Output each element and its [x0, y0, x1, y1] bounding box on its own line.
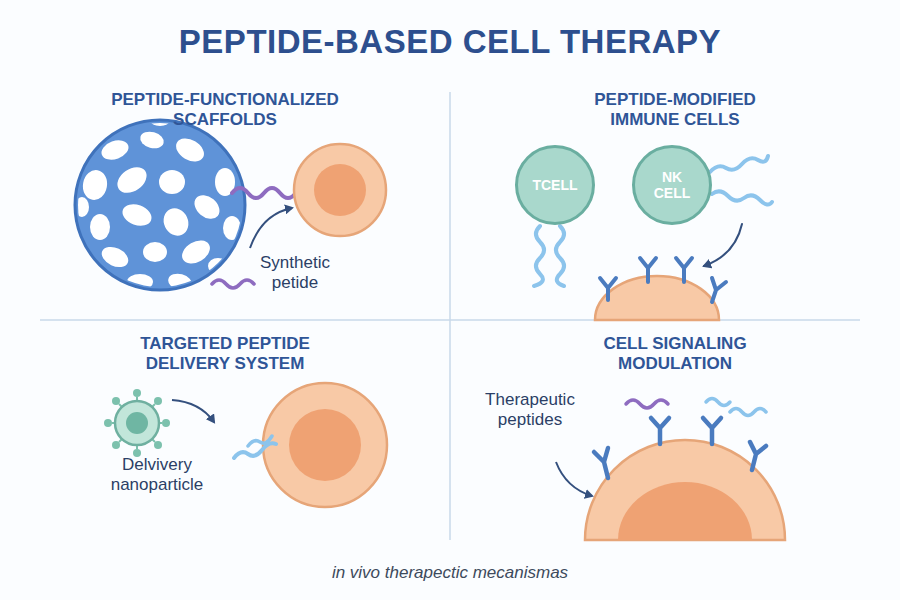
scaffold-illustration-part — [113, 162, 152, 198]
delivery-illustration-part — [234, 443, 276, 458]
part-label: Therapeutic peptides — [470, 390, 590, 431]
scaffold-illustration-part — [127, 274, 153, 290]
scaffold-illustration-part — [75, 197, 89, 217]
delivery-illustration-part — [126, 412, 148, 434]
cell-name: TCELL — [520, 177, 590, 193]
scaffold-illustration-part — [159, 204, 193, 240]
scaffold-illustration-part — [166, 271, 193, 293]
delivery-illustration-part — [104, 419, 112, 427]
immune-illustration-part — [712, 191, 772, 204]
immune-cell: NK CELL — [632, 145, 712, 225]
cell-text-group: NK CELL — [644, 169, 700, 201]
signaling-illustration-part — [585, 440, 785, 540]
delivery-illustration-part — [112, 397, 162, 449]
part-label: Delvivery nanoparticle — [92, 455, 222, 496]
immune-illustration-part — [534, 226, 544, 286]
scaffold-illustration-part — [150, 114, 170, 126]
scaffold-illustration-part — [119, 200, 154, 229]
delivery-illustration-part — [248, 436, 272, 446]
scaffold-illustration-part — [172, 134, 208, 166]
section-heading: CELL SIGNALING MODULATION — [575, 334, 775, 375]
immune-cell: TCELL — [515, 145, 595, 225]
scaffold-illustration-part — [99, 137, 131, 163]
scaffold-illustration-part — [99, 243, 132, 271]
immune-illustration-part — [710, 156, 768, 172]
scaffold-illustration-part — [294, 144, 386, 236]
scaffold-illustration-part — [314, 164, 366, 216]
scaffold-illustration-part — [232, 188, 296, 198]
scaffold-illustration-part — [75, 120, 245, 290]
delivery-illustration-part — [133, 389, 141, 397]
quadrant-divider-part — [449, 92, 451, 540]
section-heading: PEPTIDE-MODIFIED IMMUNE CELLS — [565, 90, 785, 131]
diagram-title: PEPTIDE-BASED CELL THERAPY — [50, 22, 850, 62]
signaling-illustration-part — [750, 442, 766, 470]
part-label: Synthetic petide — [250, 253, 340, 294]
scaffold-illustration — [75, 114, 386, 293]
section-heading: TARGETED PEPTIDE DELIVERY SYSTEM — [105, 334, 345, 375]
scaffold-illustration-part — [223, 216, 241, 240]
delivery-illustration-part — [104, 389, 170, 457]
delivery-illustration-part — [154, 397, 162, 405]
immune-illustration-part — [676, 258, 692, 282]
immune-illustration-part — [556, 226, 564, 286]
immune-illustration-part — [640, 258, 656, 282]
cell-name: NK CELL — [644, 169, 700, 201]
scaffold-illustration-part — [138, 129, 165, 151]
signaling-illustration-part — [651, 418, 669, 444]
signaling-illustration-part — [626, 400, 668, 408]
delivery-illustration-part — [172, 400, 214, 422]
signaling-illustration-part — [556, 462, 592, 496]
scaffold-illustration-part — [90, 214, 110, 240]
signaling-illustration-part — [594, 418, 766, 478]
immune-illustration-part — [600, 258, 726, 302]
delivery-illustration-part — [112, 441, 120, 449]
diagram-caption: in vivo therapectic mecanismas — [150, 563, 750, 583]
cell-circle — [634, 147, 711, 224]
scaffold-illustration-part — [212, 280, 254, 288]
scaffold-illustration-part — [250, 208, 292, 248]
signaling-illustration-part — [618, 482, 752, 540]
signaling-illustration — [556, 399, 785, 541]
section-heading: PEPTIDE-FUNCTIONALIZED SCAFFOLDS — [80, 90, 370, 131]
scaffold-illustration-part — [159, 170, 185, 194]
delivery-illustration-part — [115, 401, 159, 445]
cell-text-group: TCELL — [520, 177, 590, 193]
delivery-illustration-part — [263, 383, 387, 507]
delivery-illustration-part — [154, 441, 162, 449]
signaling-illustration-part — [594, 448, 608, 478]
scaffold-illustration-part — [75, 114, 241, 293]
scaffold-illustration-part — [208, 258, 228, 274]
scaffold-illustration-part — [190, 190, 224, 223]
quadrant-divider — [40, 92, 860, 540]
signaling-illustration-part — [730, 409, 766, 416]
signaling-illustration-part — [703, 418, 721, 444]
immune-illustration-part — [595, 276, 719, 320]
quadrant-divider-part — [40, 319, 860, 321]
delivery-illustration-part — [162, 419, 170, 427]
scaffold-illustration-part — [81, 168, 110, 202]
signaling-illustration-part — [706, 399, 730, 406]
cell-circle — [517, 147, 594, 224]
delivery-illustration-part — [289, 409, 361, 481]
delivery-illustration-part — [112, 397, 120, 405]
immune-illustration-part — [712, 278, 726, 302]
scaffold-illustration-part — [143, 242, 167, 262]
immune-illustration-part — [704, 224, 742, 266]
immune-illustration-part — [600, 278, 616, 300]
